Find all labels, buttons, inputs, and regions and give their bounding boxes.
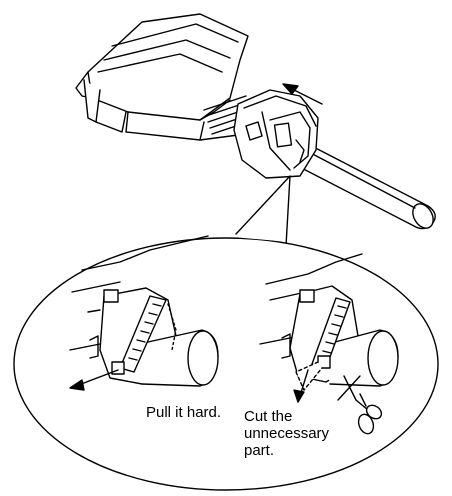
- scissors-icon: [338, 376, 384, 436]
- pull-instruction-label: Pull it hard.: [146, 404, 222, 421]
- slide-direction-arrow: [283, 84, 322, 104]
- connector-assembly: [76, 14, 437, 232]
- connector-body: [76, 14, 256, 140]
- callout-pointer: [236, 176, 290, 246]
- cut-arrow: [294, 370, 308, 402]
- detail-pull: [70, 236, 218, 390]
- pull-arrow: [70, 370, 118, 390]
- cut-instruction-label: Cut the unnecessary part.: [244, 408, 330, 459]
- cable: [286, 140, 437, 232]
- ferrite-core: [234, 90, 318, 178]
- detail-cut: [260, 254, 398, 436]
